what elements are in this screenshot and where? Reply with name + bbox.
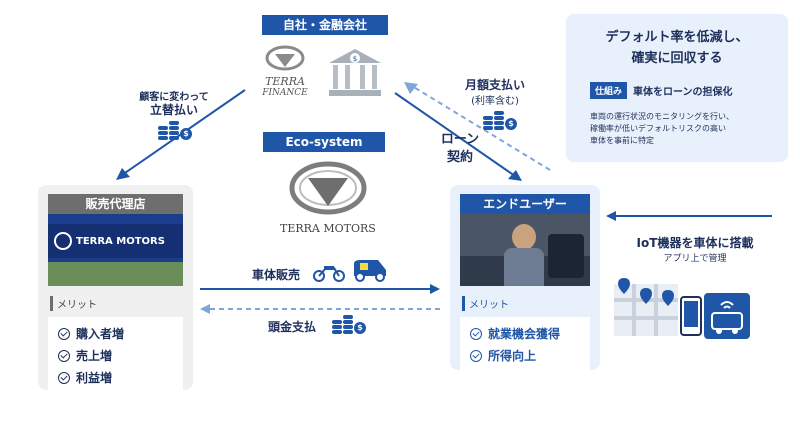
info-title-line2: 確実に回収する bbox=[631, 51, 723, 66]
enduser-merit-label: メリット bbox=[462, 296, 590, 311]
advance-pay-line2: 立替払い bbox=[149, 103, 198, 117]
terra-swoosh-icon bbox=[265, 45, 305, 71]
dealer-card: 販売代理店 TERRA MOTORS メリット 購入者増 売上増 利益増 bbox=[38, 185, 193, 395]
iot-vehicle-icon bbox=[704, 293, 750, 339]
info-title-line1: デフォルト率を低減し、 bbox=[605, 30, 749, 45]
dealer-photo: TERRA MOTORS bbox=[48, 214, 183, 286]
list-item: 売上増 bbox=[58, 347, 173, 364]
ecosystem-tag: Eco-system bbox=[263, 132, 385, 152]
info-box: デフォルト率を低減し、 確実に回収する 仕組み 車体をローンの担保化 車両の運行… bbox=[566, 14, 788, 162]
iot-arrow bbox=[606, 211, 772, 221]
list-item: 購入者増 bbox=[58, 325, 173, 342]
list-item: 利益増 bbox=[58, 369, 173, 386]
iot-title: IoT機器を車体に搭載 bbox=[636, 236, 754, 250]
terra-finance-logo: TERRA FINANCE bbox=[255, 45, 315, 105]
svg-text:$: $ bbox=[353, 55, 357, 63]
enduser-photo bbox=[460, 214, 590, 286]
mechanism-text: 車体をローンの担保化 bbox=[633, 87, 733, 98]
dealer-sign-text: TERRA MOTORS bbox=[76, 235, 165, 247]
check-circle-icon bbox=[58, 349, 70, 362]
dealer-tag: 販売代理店 bbox=[48, 194, 183, 214]
loan-contract-arrow bbox=[394, 92, 522, 181]
monthly-pay-label: 月額支払い bbox=[464, 78, 525, 92]
terra-motors-logo: TERRA MOTORS bbox=[280, 160, 376, 235]
check-circle-icon bbox=[470, 349, 482, 362]
monthly-payment-arrow bbox=[404, 82, 551, 171]
enduser-card: エンドユーザー メリット 就業機会獲得 所得向上 bbox=[450, 185, 600, 373]
coins-icon: $ bbox=[158, 120, 192, 140]
down-payment-label: 頭金支払 bbox=[268, 320, 317, 334]
coins-icon: $ bbox=[483, 110, 517, 130]
mechanism-tag: 仕組み bbox=[590, 82, 628, 99]
info-desc-line1: 車両の運行状況のモニタリングを行い、 bbox=[590, 112, 734, 121]
loan-contract-line2: 契約 bbox=[446, 150, 473, 165]
terra-motors-text: TERRA MOTORS bbox=[280, 222, 376, 235]
enduser-tag: エンドユーザー bbox=[460, 194, 590, 214]
company-tag: 自社・金融会社 bbox=[262, 15, 388, 35]
finance-logo-line2: FINANCE bbox=[262, 88, 308, 98]
info-desc-line2: 稼働率が低いデフォルトリスクの高い bbox=[590, 124, 726, 133]
vehicle-sale-label: 車体販売 bbox=[252, 268, 301, 282]
check-circle-icon bbox=[470, 327, 482, 340]
terra-motors-emblem-icon bbox=[289, 161, 366, 215]
rickshaw-icon bbox=[350, 258, 390, 286]
iot-subtitle: アプリ上で管理 bbox=[663, 254, 727, 264]
dealer-merit-label: メリット bbox=[50, 296, 183, 311]
check-circle-icon bbox=[58, 327, 70, 340]
map-tracking-icon bbox=[612, 276, 692, 342]
coins-icon: $ bbox=[332, 314, 366, 334]
bank-icon: $ bbox=[325, 45, 385, 105]
info-desc-line3: 車体を事前に特定 bbox=[590, 136, 654, 145]
list-item: 就業機会獲得 bbox=[470, 325, 580, 342]
smartphone-icon bbox=[680, 296, 702, 340]
monthly-pay-sub: (利率含む) bbox=[471, 96, 519, 107]
list-item: 所得向上 bbox=[470, 347, 580, 364]
loan-contract-line1: ローン bbox=[440, 132, 480, 147]
dealer-sign-emblem-icon bbox=[54, 232, 72, 250]
vehicle-sale-arrow bbox=[200, 284, 440, 294]
check-circle-icon bbox=[58, 371, 70, 384]
finance-logo-line1: TERRA bbox=[265, 75, 305, 88]
down-payment-arrow bbox=[200, 304, 440, 314]
motorcycle-icon bbox=[312, 262, 346, 286]
advance-pay-line1: 顧客に変わって bbox=[139, 92, 209, 103]
